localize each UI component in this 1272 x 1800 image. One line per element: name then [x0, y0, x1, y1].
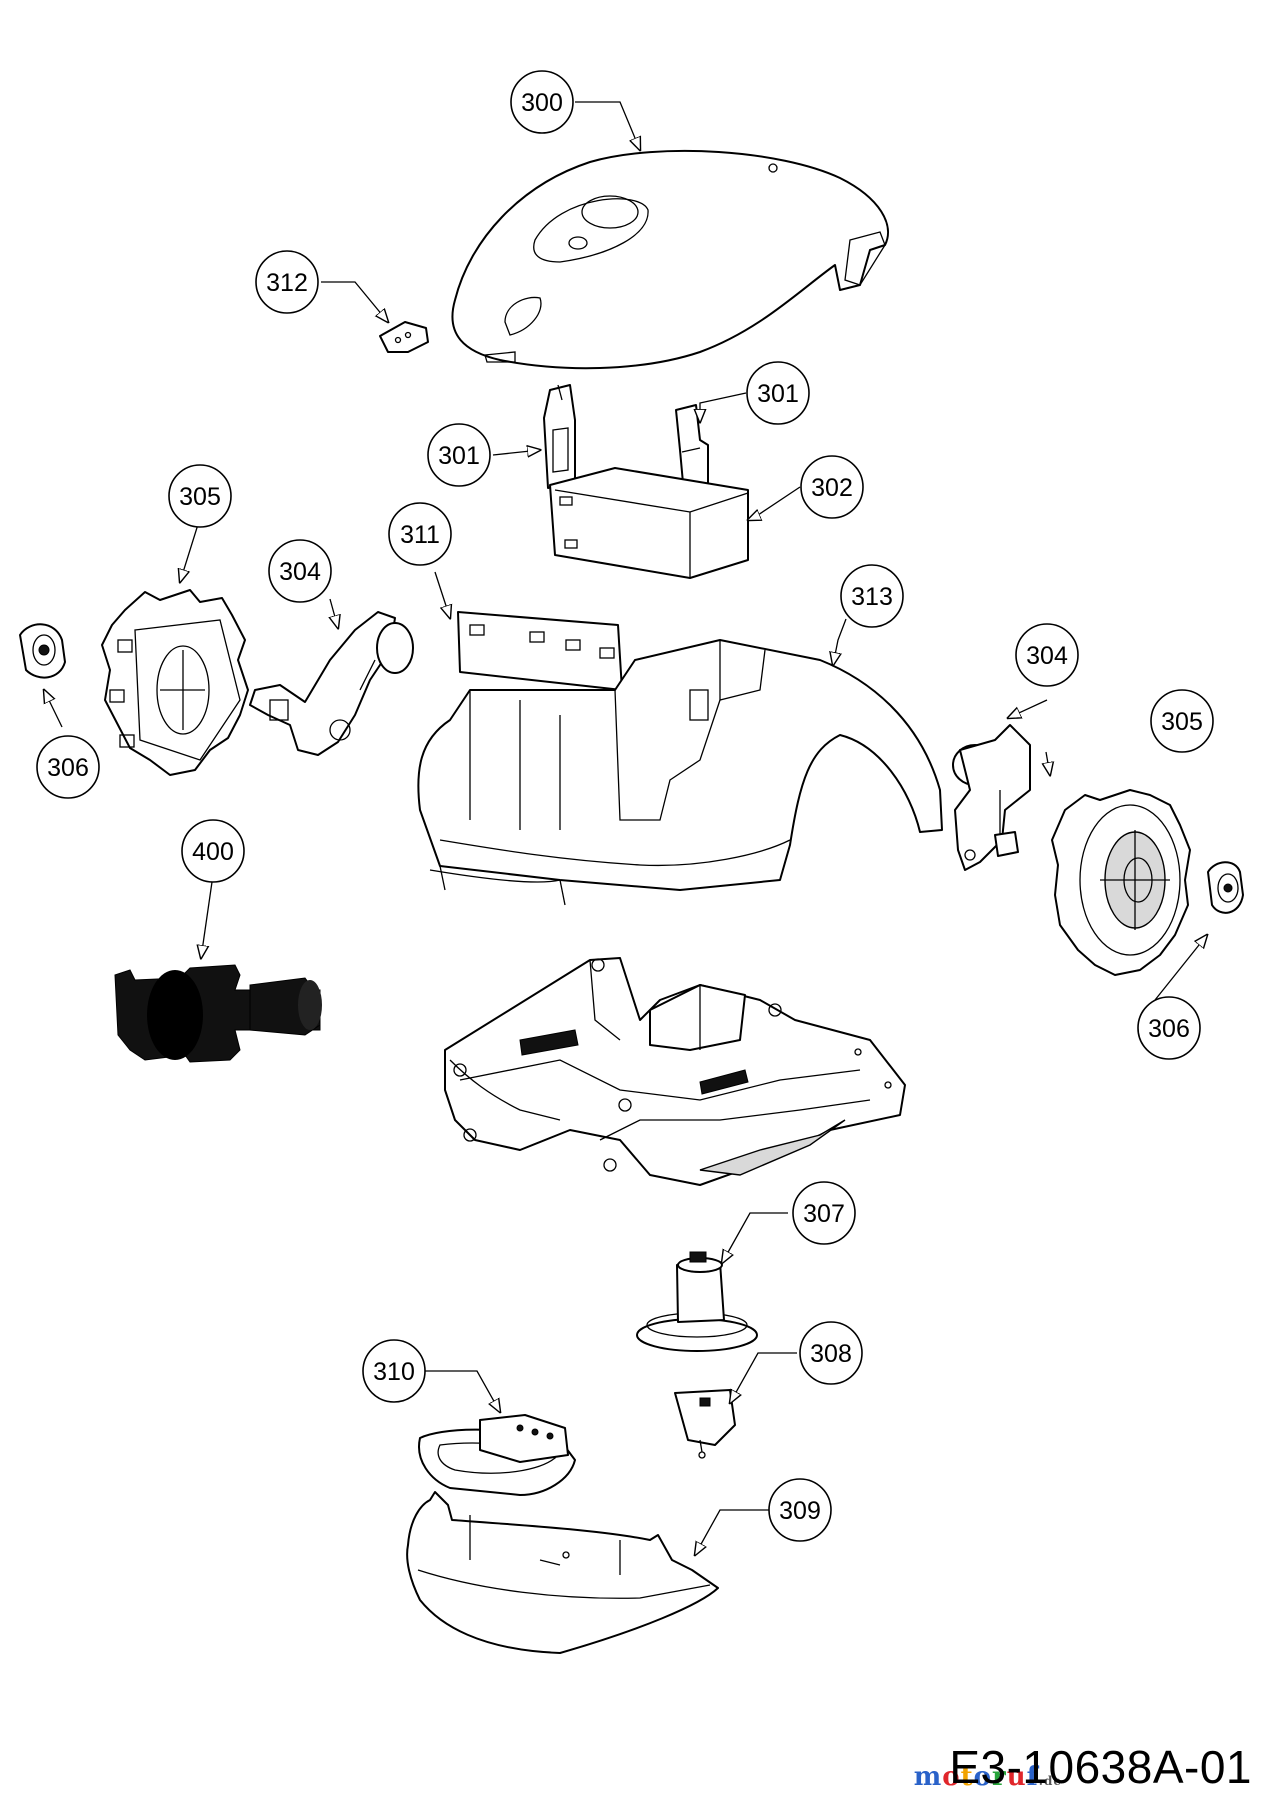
base-frame [444, 957, 906, 1186]
callout-304-left: 304 [268, 539, 332, 603]
watermark-letter: o [942, 1762, 961, 1792]
svg-text:301: 301 [438, 442, 480, 470]
svg-text:304: 304 [1026, 642, 1068, 670]
svg-text:300: 300 [521, 89, 563, 117]
callout-306-right: 306 [1137, 996, 1201, 1060]
watermark-letter: u [1006, 1762, 1027, 1792]
drive-wheel-305-left [101, 589, 249, 776]
watermark-letter: m [913, 1762, 943, 1792]
callout-310: 310 [362, 1339, 426, 1403]
callout-307: 307 [792, 1181, 856, 1245]
svg-text:312: 312 [266, 269, 308, 297]
carry-handle-310 [418, 1414, 576, 1496]
callout-304-right: 304 [1015, 623, 1079, 687]
callout-400: 400 [181, 819, 245, 883]
control-board-311 [457, 611, 623, 691]
watermark-letter: r [992, 1762, 1007, 1792]
gear-motor-304-left [249, 611, 414, 756]
svg-text:311: 311 [400, 521, 440, 549]
svg-text:301: 301 [757, 380, 799, 408]
svg-text:302: 302 [811, 474, 853, 502]
watermark-logo: motoruf.de [914, 1762, 1062, 1792]
callout-305-right: 305 [1150, 689, 1214, 753]
hub-cap-306-right [1207, 861, 1244, 914]
chassis-housing-313 [417, 639, 943, 906]
svg-text:308: 308 [810, 1340, 852, 1368]
svg-text:307: 307 [803, 1200, 845, 1228]
callout-306-left: 306 [36, 735, 100, 799]
callout-301-left: 301 [427, 423, 491, 487]
drive-assembly-400 [114, 964, 322, 1063]
callout-308: 308 [799, 1321, 863, 1385]
hub-cap-306-left [19, 623, 66, 679]
svg-text:306: 306 [1148, 1015, 1190, 1043]
callout-300: 300 [510, 70, 574, 134]
bottom-shell-309 [406, 1491, 719, 1654]
callout-305-left: 305 [168, 464, 232, 528]
clip-312 [379, 321, 429, 353]
watermark-letter: t [960, 1762, 974, 1792]
svg-text:400: 400 [192, 838, 234, 866]
watermark-suffix: .de [1038, 1774, 1062, 1788]
callout-313: 313 [840, 564, 904, 628]
svg-text:304: 304 [279, 558, 321, 586]
callout-302: 302 [800, 455, 864, 519]
callout-309: 309 [768, 1478, 832, 1542]
svg-text:306: 306 [47, 754, 89, 782]
svg-text:309: 309 [779, 1497, 821, 1525]
drawing-code: E3-10638A-01 [949, 1741, 1252, 1793]
cover-plate-308 [674, 1389, 736, 1459]
top-cover-300 [451, 149, 889, 370]
battery-bracket-301-left [543, 384, 576, 489]
callout-312: 312 [255, 250, 319, 314]
leader-lines [44, 101, 1207, 1555]
svg-text:313: 313 [851, 583, 893, 611]
svg-text:305: 305 [179, 483, 221, 511]
watermark-letter: f [1026, 1762, 1039, 1792]
battery-302 [549, 467, 749, 579]
callout-301-right: 301 [746, 361, 810, 425]
blade-motor-307 [636, 1251, 758, 1352]
svg-text:310: 310 [373, 1358, 415, 1386]
watermark-letter: o [973, 1762, 992, 1792]
drive-wheel-305-right [1051, 789, 1191, 976]
svg-text:305: 305 [1161, 708, 1203, 736]
callout-311: 311 [388, 502, 452, 566]
gear-motor-304-right [952, 724, 1031, 871]
